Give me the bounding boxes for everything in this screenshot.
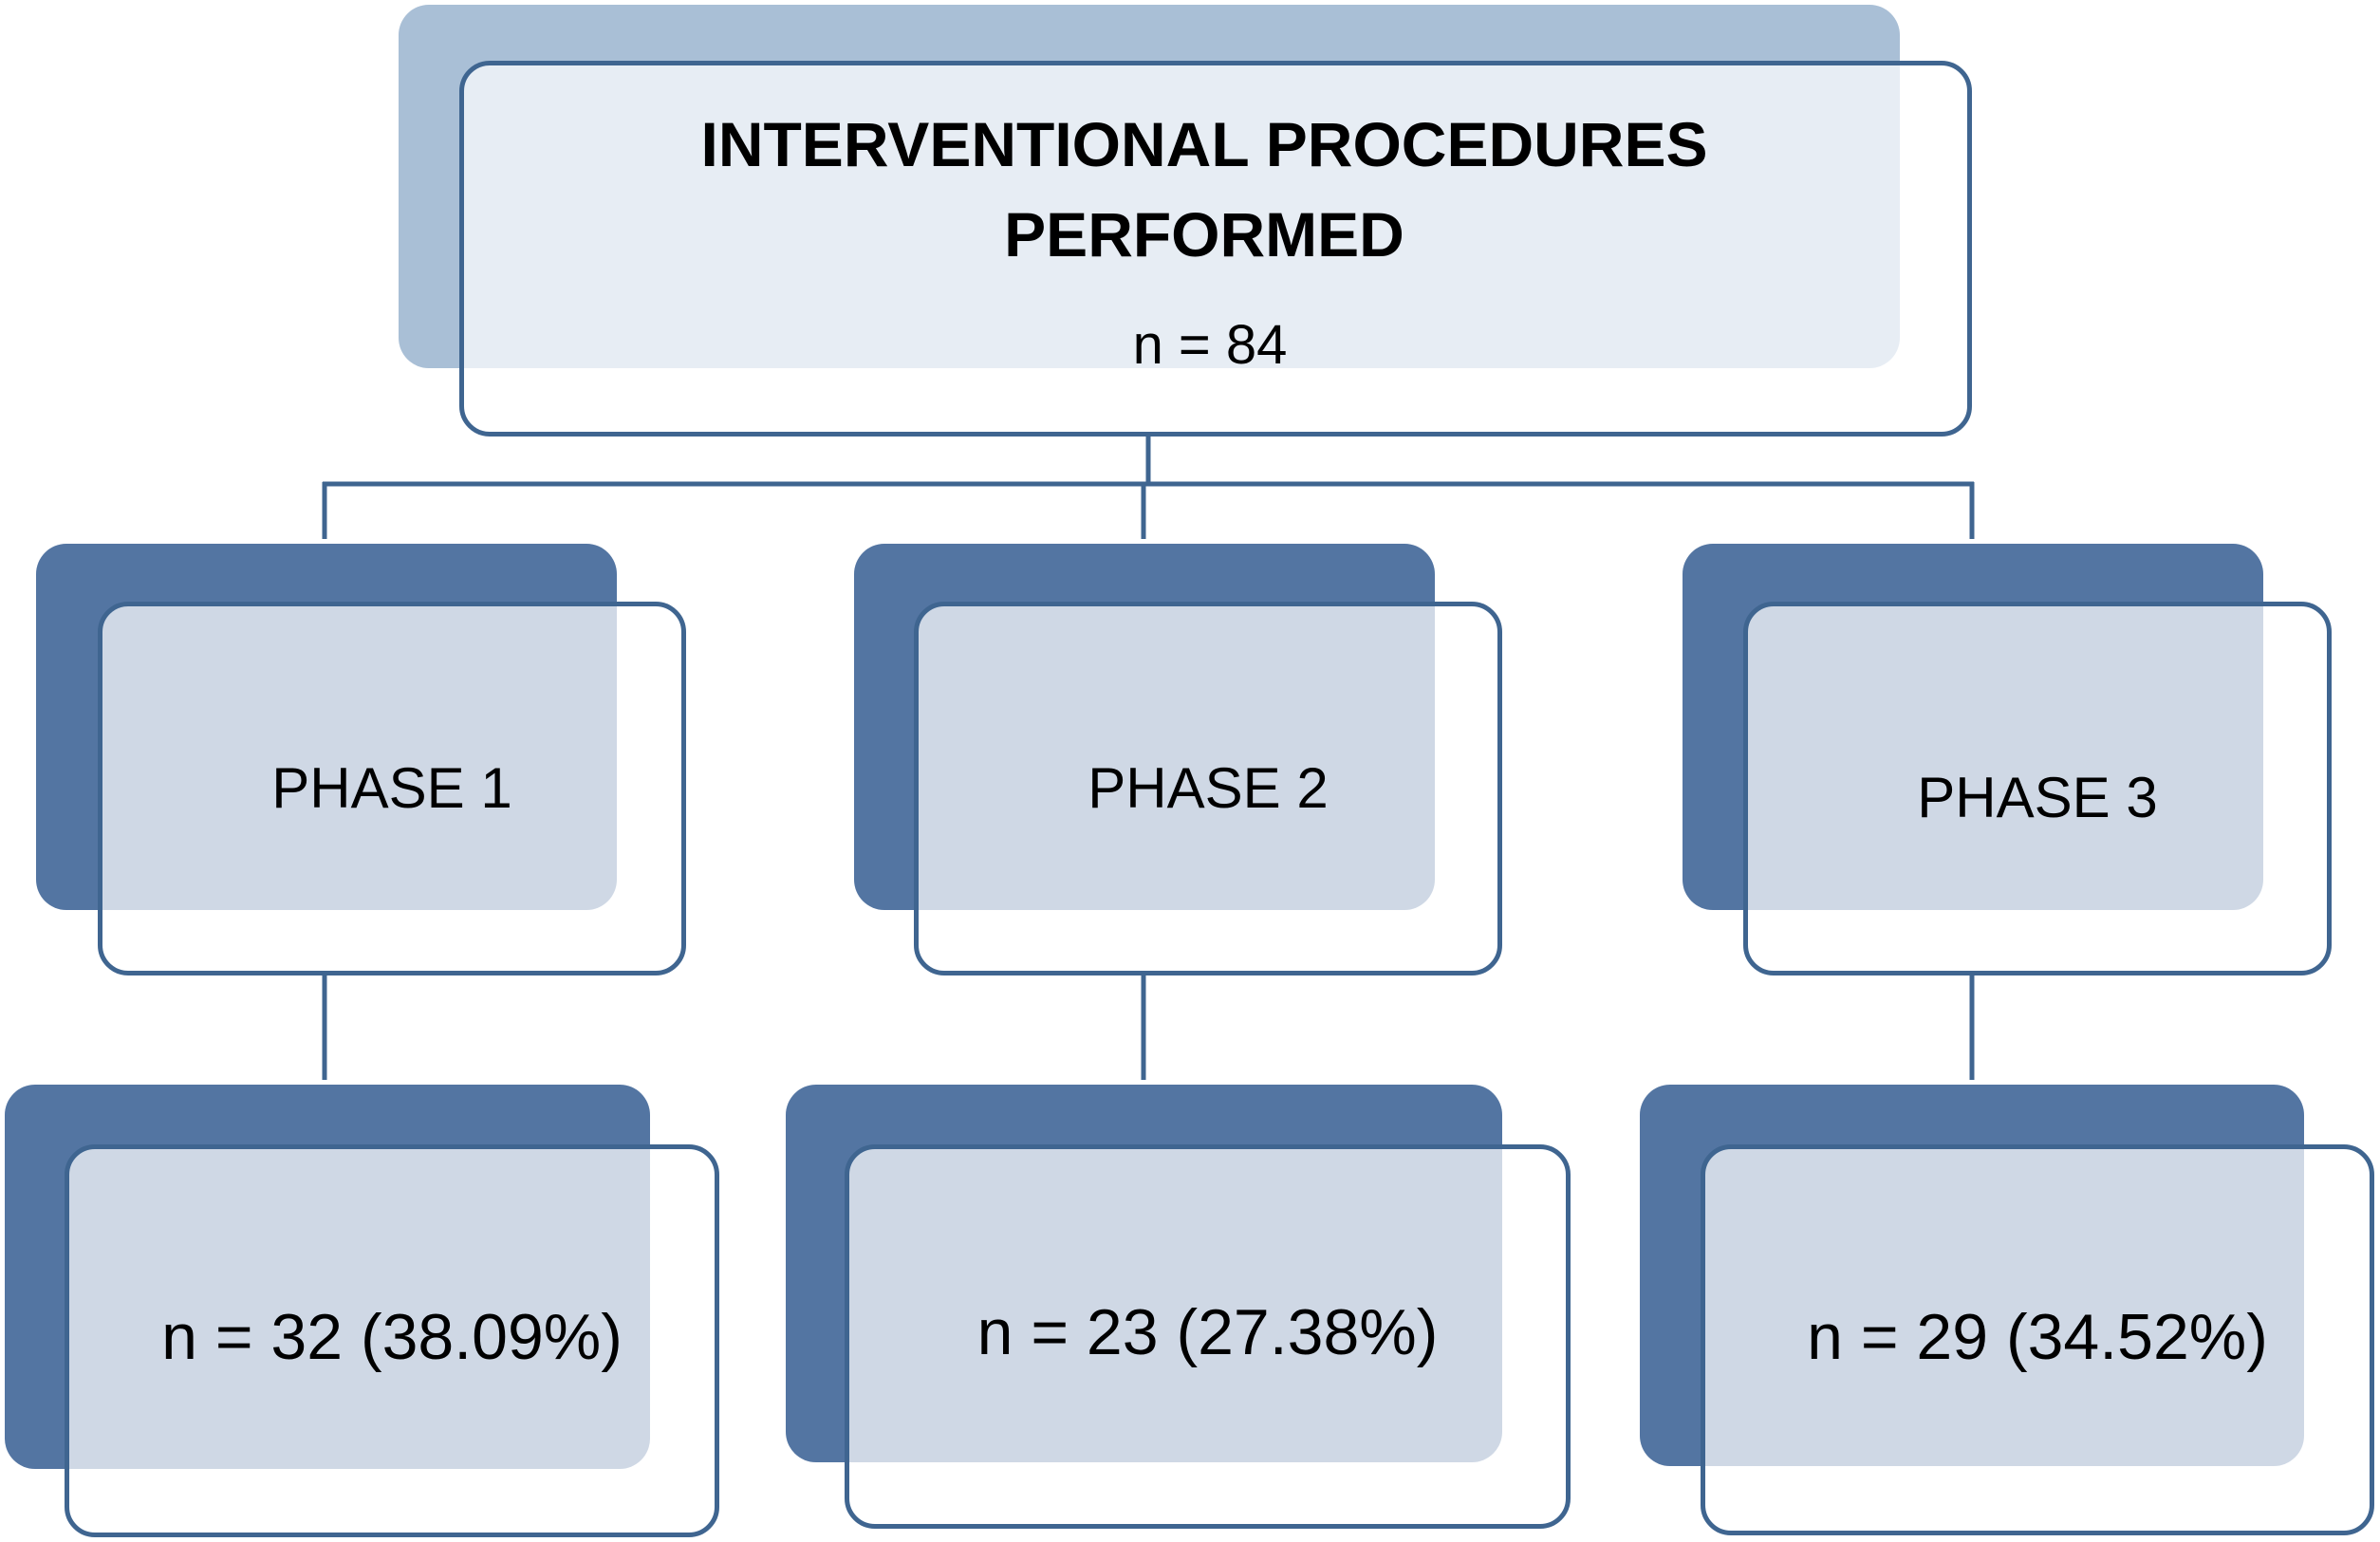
root-title-line2: PERFORMED bbox=[1004, 199, 1404, 269]
phase-2-label: PHASE 2 bbox=[1088, 756, 1329, 820]
phase-1-label: PHASE 1 bbox=[271, 756, 512, 820]
phase-3-count-box bbox=[1701, 1144, 2374, 1535]
phase-1-box bbox=[98, 602, 686, 975]
root-node-box bbox=[459, 61, 1972, 437]
phase-3-box bbox=[1743, 602, 2332, 975]
root-title: INTERVENTIONAL PROCEDURES PERFORMED bbox=[459, 100, 1949, 280]
phase-3-label: PHASE 3 bbox=[1917, 766, 2158, 829]
root-title-line1: INTERVENTIONAL PROCEDURES bbox=[700, 109, 1708, 179]
phase-1-count-box bbox=[65, 1144, 719, 1537]
phase-2-box bbox=[914, 602, 1502, 975]
phase-2-count-box bbox=[845, 1144, 1571, 1529]
phase-1-count: n = 32 (38.09%) bbox=[161, 1301, 623, 1373]
phase-2-count: n = 23 (27.38%) bbox=[976, 1296, 1439, 1368]
phase-3-count: n = 29 (34.52%) bbox=[1807, 1301, 2268, 1373]
root-total: n = 84 bbox=[1132, 314, 1288, 376]
